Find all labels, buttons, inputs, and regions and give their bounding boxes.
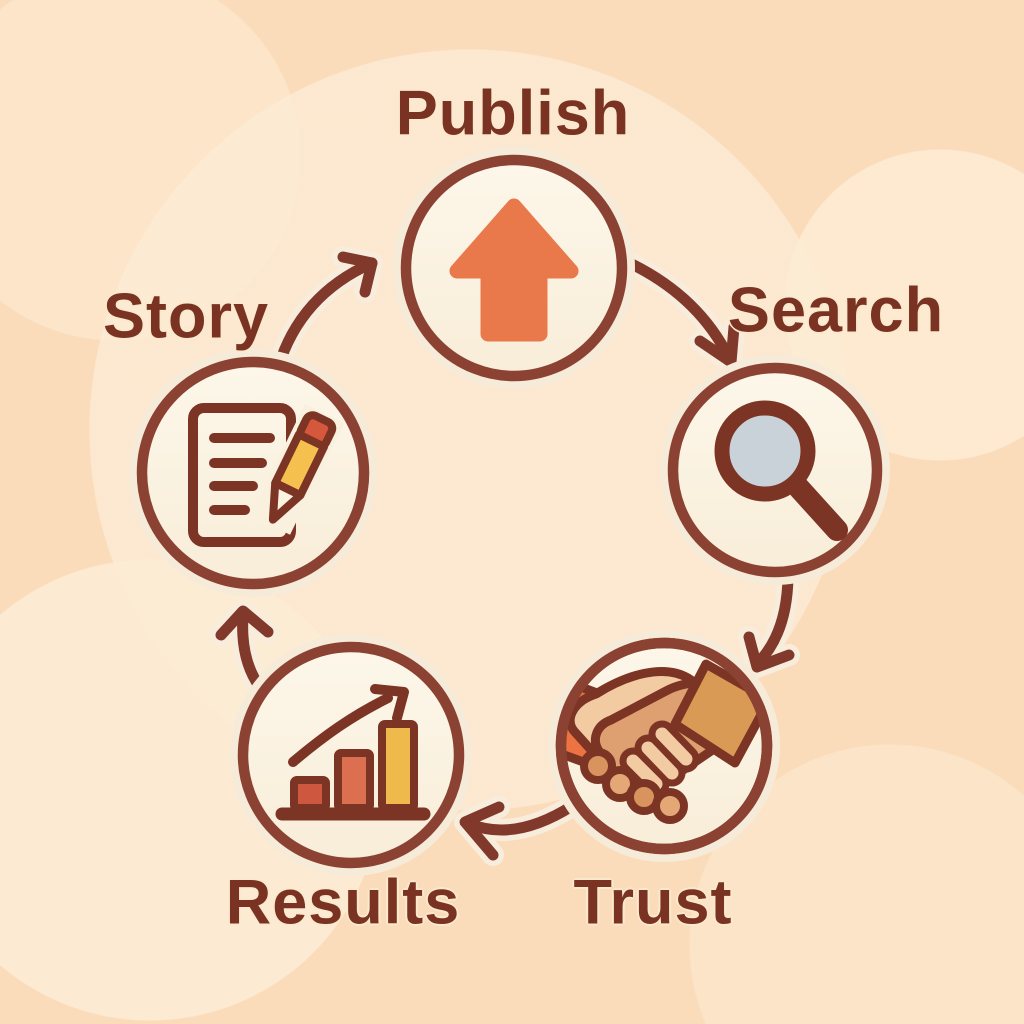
arrow-story-to-publish xyxy=(267,246,383,379)
arrow-trust-to-results xyxy=(454,795,583,866)
document-pencil-icon xyxy=(188,403,345,547)
bar-3 xyxy=(378,720,418,812)
flow-arrows xyxy=(210,246,800,866)
magnifier-lens xyxy=(714,400,816,502)
magnifying-glass-icon xyxy=(714,400,848,541)
arrow-publish-to-search xyxy=(610,248,745,373)
document-text-lines xyxy=(209,433,275,515)
bar-1 xyxy=(290,776,330,812)
growth-bar-chart-icon xyxy=(275,684,431,821)
node-circle xyxy=(136,356,370,590)
trend-arrowhead xyxy=(370,684,409,723)
pencil-icon xyxy=(250,403,345,535)
handshake-knuckles xyxy=(580,748,688,824)
story-label: Story xyxy=(102,281,270,352)
publish-node xyxy=(393,147,635,389)
results-node xyxy=(230,634,472,876)
upload-arrow-icon xyxy=(449,198,579,342)
pencil-tip xyxy=(268,478,305,524)
magnifier-handle xyxy=(788,477,848,541)
results-label: Results xyxy=(225,867,461,938)
search-node xyxy=(660,355,890,585)
trust-node xyxy=(548,630,780,862)
publish-label: Publish xyxy=(395,78,631,149)
search-label: Search xyxy=(727,275,945,346)
handshake-fingers xyxy=(619,720,700,798)
arrow-search-to-trust xyxy=(738,566,800,678)
node-circle-rim xyxy=(555,637,773,855)
bar-2 xyxy=(334,749,374,812)
trust-label: Trust xyxy=(573,867,733,938)
story-node xyxy=(129,349,377,597)
trend-curve xyxy=(288,693,393,767)
